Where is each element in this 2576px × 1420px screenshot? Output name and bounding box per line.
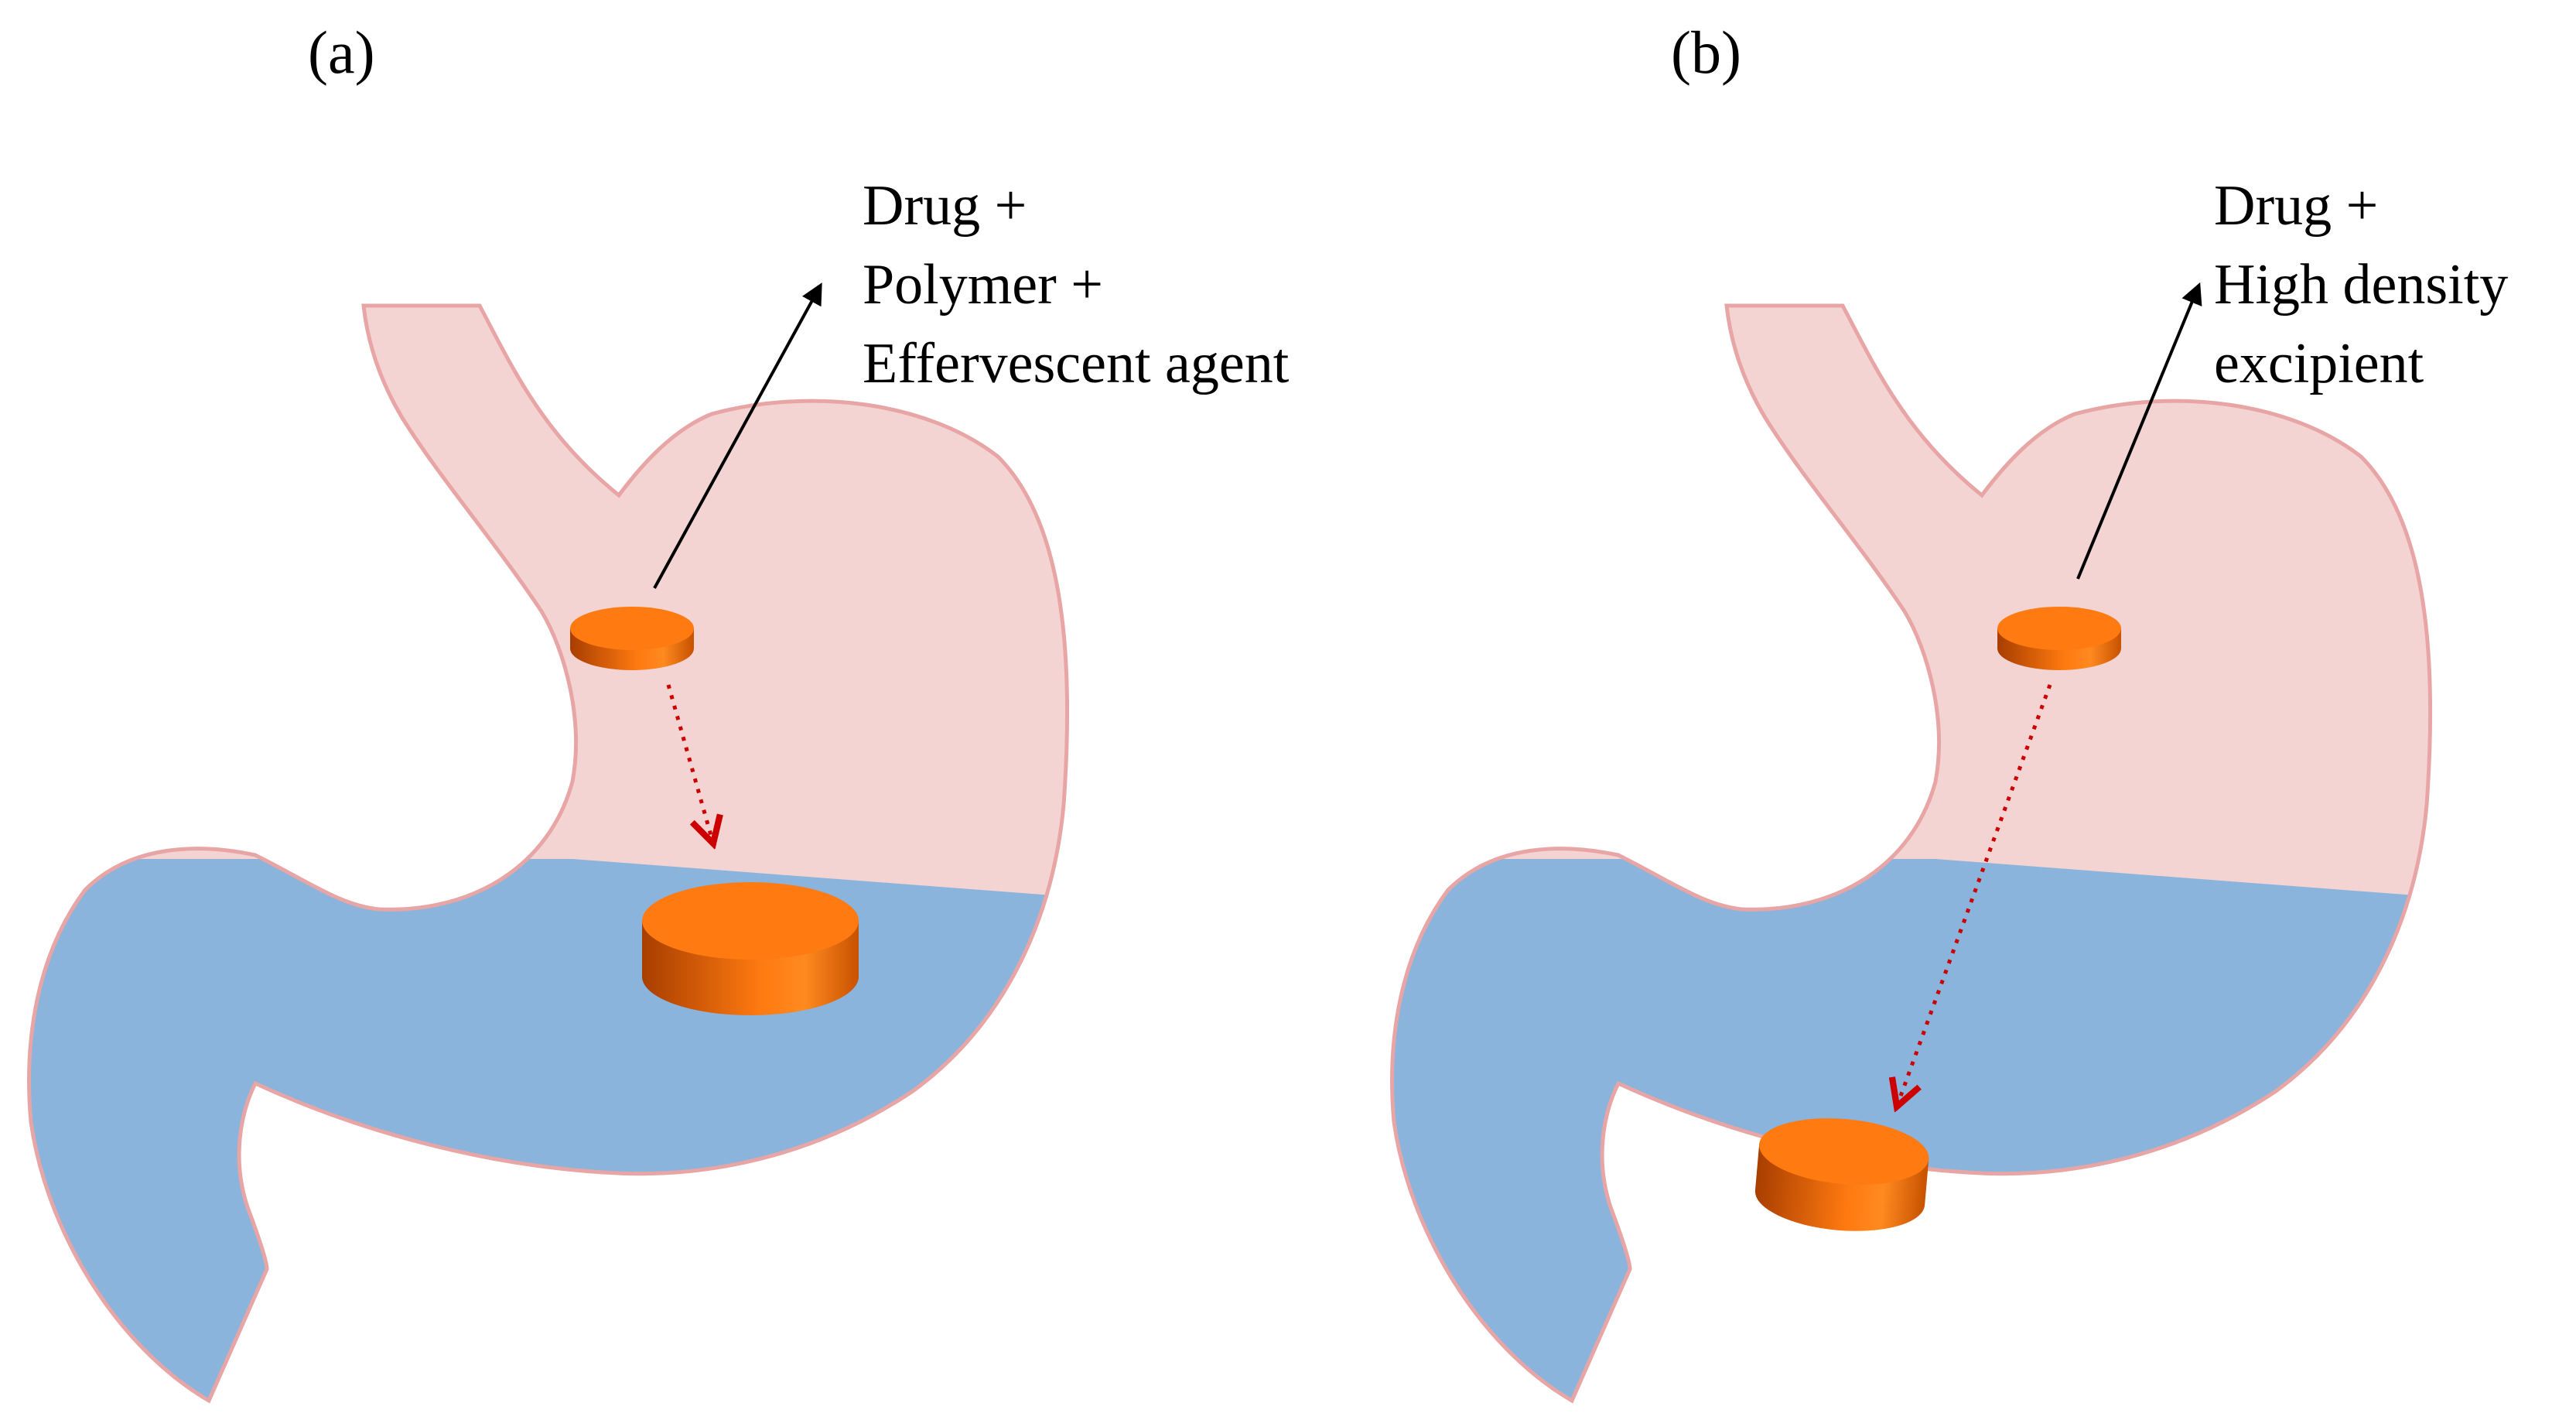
tablet-small-b [1997, 607, 2121, 670]
annotation-a-line-1: Drug + [863, 174, 1027, 238]
annotation-a: Drug + Polymer + Effervescent agent [863, 174, 1290, 395]
annotation-arrow-b [2076, 282, 2202, 580]
annotation-b-line-2: High density [2214, 253, 2508, 317]
stomach-a [0, 306, 1083, 1420]
annotation-b-line-1: Drug + [2214, 174, 2378, 238]
annotation-a-line-2: Polymer + [863, 253, 1103, 317]
tablet-sunk-b [1754, 1118, 1929, 1231]
tablet-swollen-a [642, 882, 859, 1015]
gastric-fluid-a [29, 859, 1068, 1401]
panel-a: (a) Drug + Polymer + Efferves [0, 19, 1290, 1420]
panel-b: (b) [1363, 19, 2523, 1420]
annotation-arrow-a [653, 282, 822, 589]
panel-a-label: (a) [308, 19, 375, 86]
annotation-a-line-3: Effervescent agent [863, 332, 1290, 395]
tablet-small-a [570, 607, 694, 670]
annotation-b-line-3: excipient [2214, 332, 2424, 395]
panel-b-label: (b) [1671, 19, 1741, 86]
stomach-b [1363, 306, 2446, 1420]
annotation-b: Drug + High density excipient [2214, 174, 2523, 395]
